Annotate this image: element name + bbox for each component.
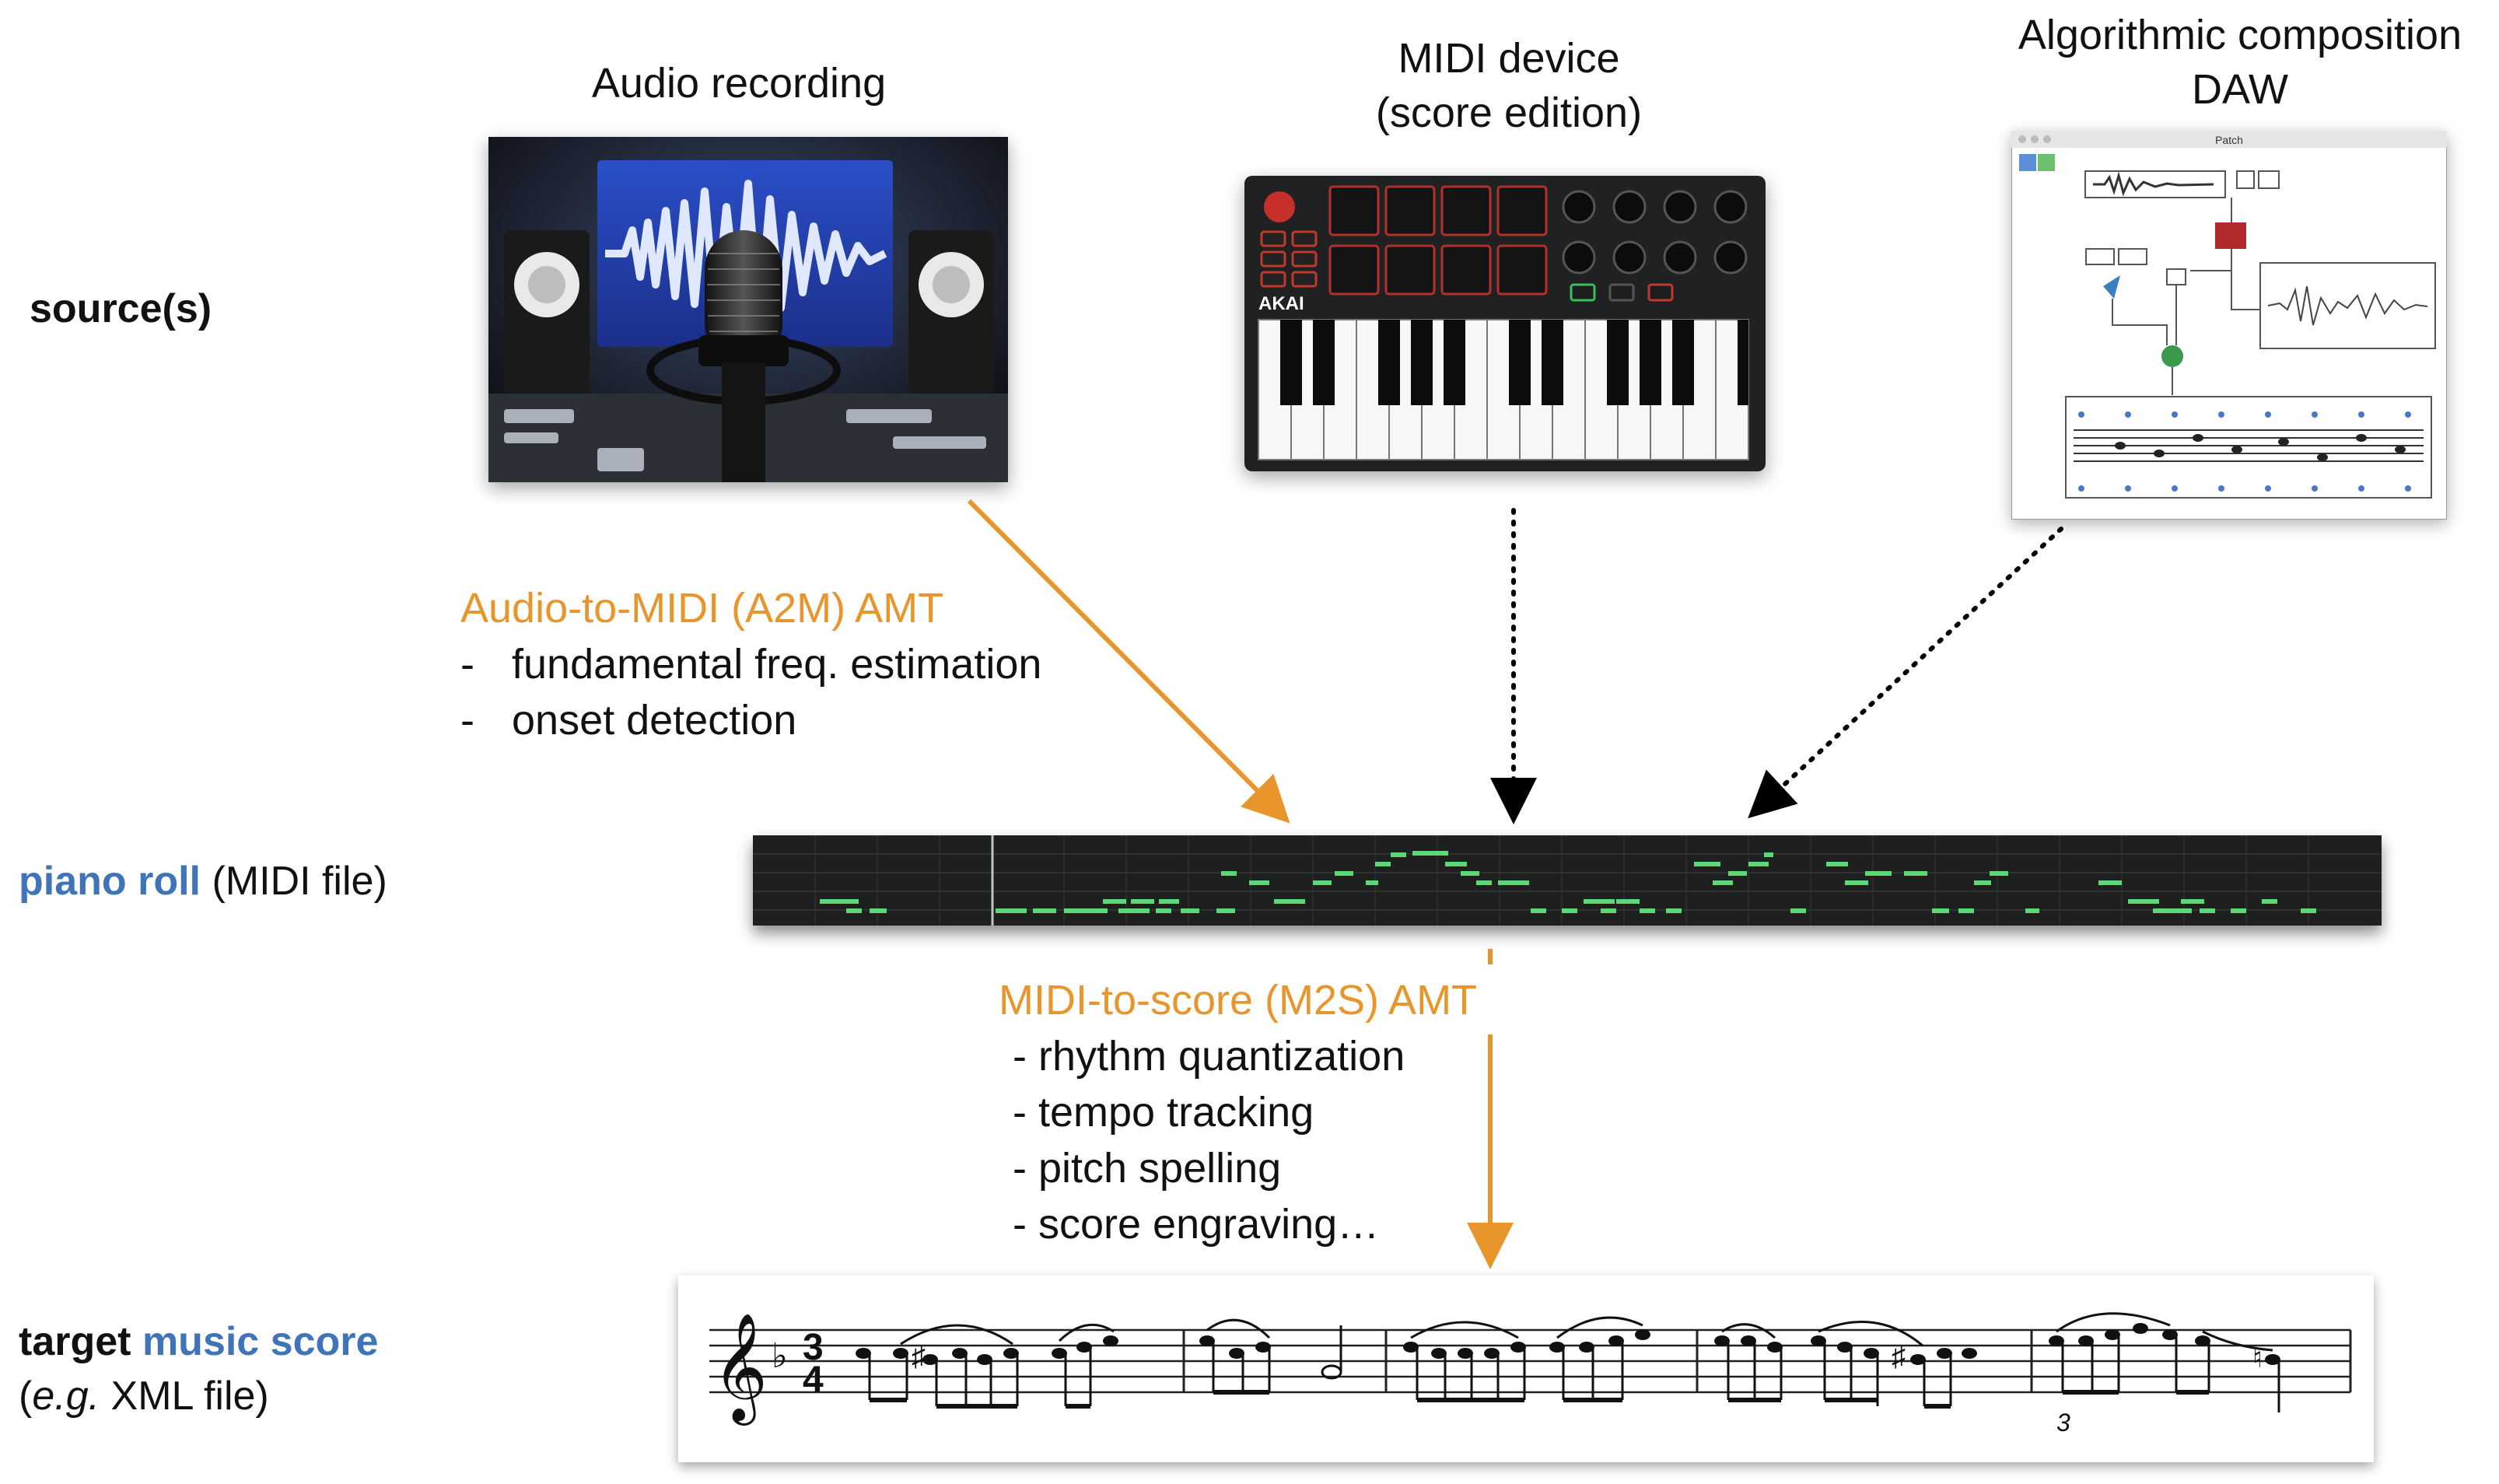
row-label-piano-roll-strong: piano roll [19,859,201,904]
flat-icon: ♭ [772,1337,788,1375]
music-score: 𝄞 ♭ 3 4 [678,1276,2374,1462]
row-label-target-italic: e.g. [32,1374,100,1419]
music-score-staff: 𝄞 ♭ 3 4 [709,1312,2352,1437]
row-label-target: target music score (e.g. XML file) [19,1314,378,1423]
row-label-target-strong: target [19,1319,131,1364]
sharp-icon: ♯ [912,1340,926,1372]
algorithmic-title-line2: DAW [2192,66,2288,113]
a2m-title: Audio-to-MIDI (A2M) AMT [460,585,944,632]
midi-keyboard-image: AKAI [1244,176,1766,471]
time-sig-bottom: 4 [803,1360,824,1401]
a2m-arrow [967,499,1290,824]
row-label-piano-roll: piano roll (MIDI file) [19,854,387,908]
midi-device-title: MIDI device (score edition) [1237,31,1781,140]
row-label-sources: source(s) [30,282,212,336]
sharp-icon: ♯ [1892,1340,1906,1372]
a2m-block: Audio-to-MIDI (A2M) AMT -fundamental fre… [460,580,1041,748]
m2s-title: MIDI-to-score (M2S) AMT [999,977,1478,1024]
piano-roll-notes [753,835,2382,926]
row-label-sources-text: source(s) [30,286,212,331]
algorithmic-composition-title: Algorithmic composition DAW [1976,8,2499,117]
a2m-item-2: onset detection [512,697,797,744]
akai-brand-label: AKAI [1258,293,1304,314]
studio-microphone-image [488,137,1008,482]
a2m-item-1: fundamental freq. estimation [512,641,1042,688]
treble-clef-icon: 𝄞 [712,1314,768,1426]
score-stems [868,1325,2280,1412]
tuplet-label: 3 [2056,1409,2070,1437]
time-sig-top: 3 [803,1327,824,1368]
audio-recording-title: Audio recording [591,60,887,107]
algorithmic-title-line1: Algorithmic composition [2018,12,2462,58]
row-label-target-open: ( [19,1374,33,1419]
a2m-bullet: - [460,697,474,744]
m2s-block: MIDI-to-score (M2S) AMT - rhythm quantiz… [999,972,1477,1252]
a2m-bullet: - [460,641,474,688]
audio-recording-photo [488,137,1008,482]
row-label-target-blue: music score [142,1319,379,1364]
score-notes [856,1323,2280,1380]
patch-window-image: Patch [2011,130,2448,520]
m2s-item-2: - tempo tracking [1013,1089,1314,1136]
a2m-item: -fundamental freq. estimation [460,636,1041,692]
a2m-item: -onset detection [460,692,1041,748]
algorithmic-dotted-arrow [1748,527,2063,819]
score-beams [870,1390,2209,1409]
row-label-target-rest: XML file) [100,1374,269,1419]
natural-icon: ♮ [2252,1342,2263,1374]
m2s-item-3: - pitch spelling [1013,1145,1282,1192]
m2s-item-1: - rhythm quantization [1013,1033,1405,1080]
piano-roll [753,835,2382,926]
midi-device-title-line2: (score edition) [1375,89,1643,136]
row-label-piano-roll-rest: (MIDI file) [201,859,387,904]
score-slurs [900,1312,2273,1352]
patch-window-title: Patch [2215,134,2243,146]
m2s-item-4: - score engraving… [1013,1201,1380,1248]
midi-device-title-line1: MIDI device [1398,35,1620,82]
